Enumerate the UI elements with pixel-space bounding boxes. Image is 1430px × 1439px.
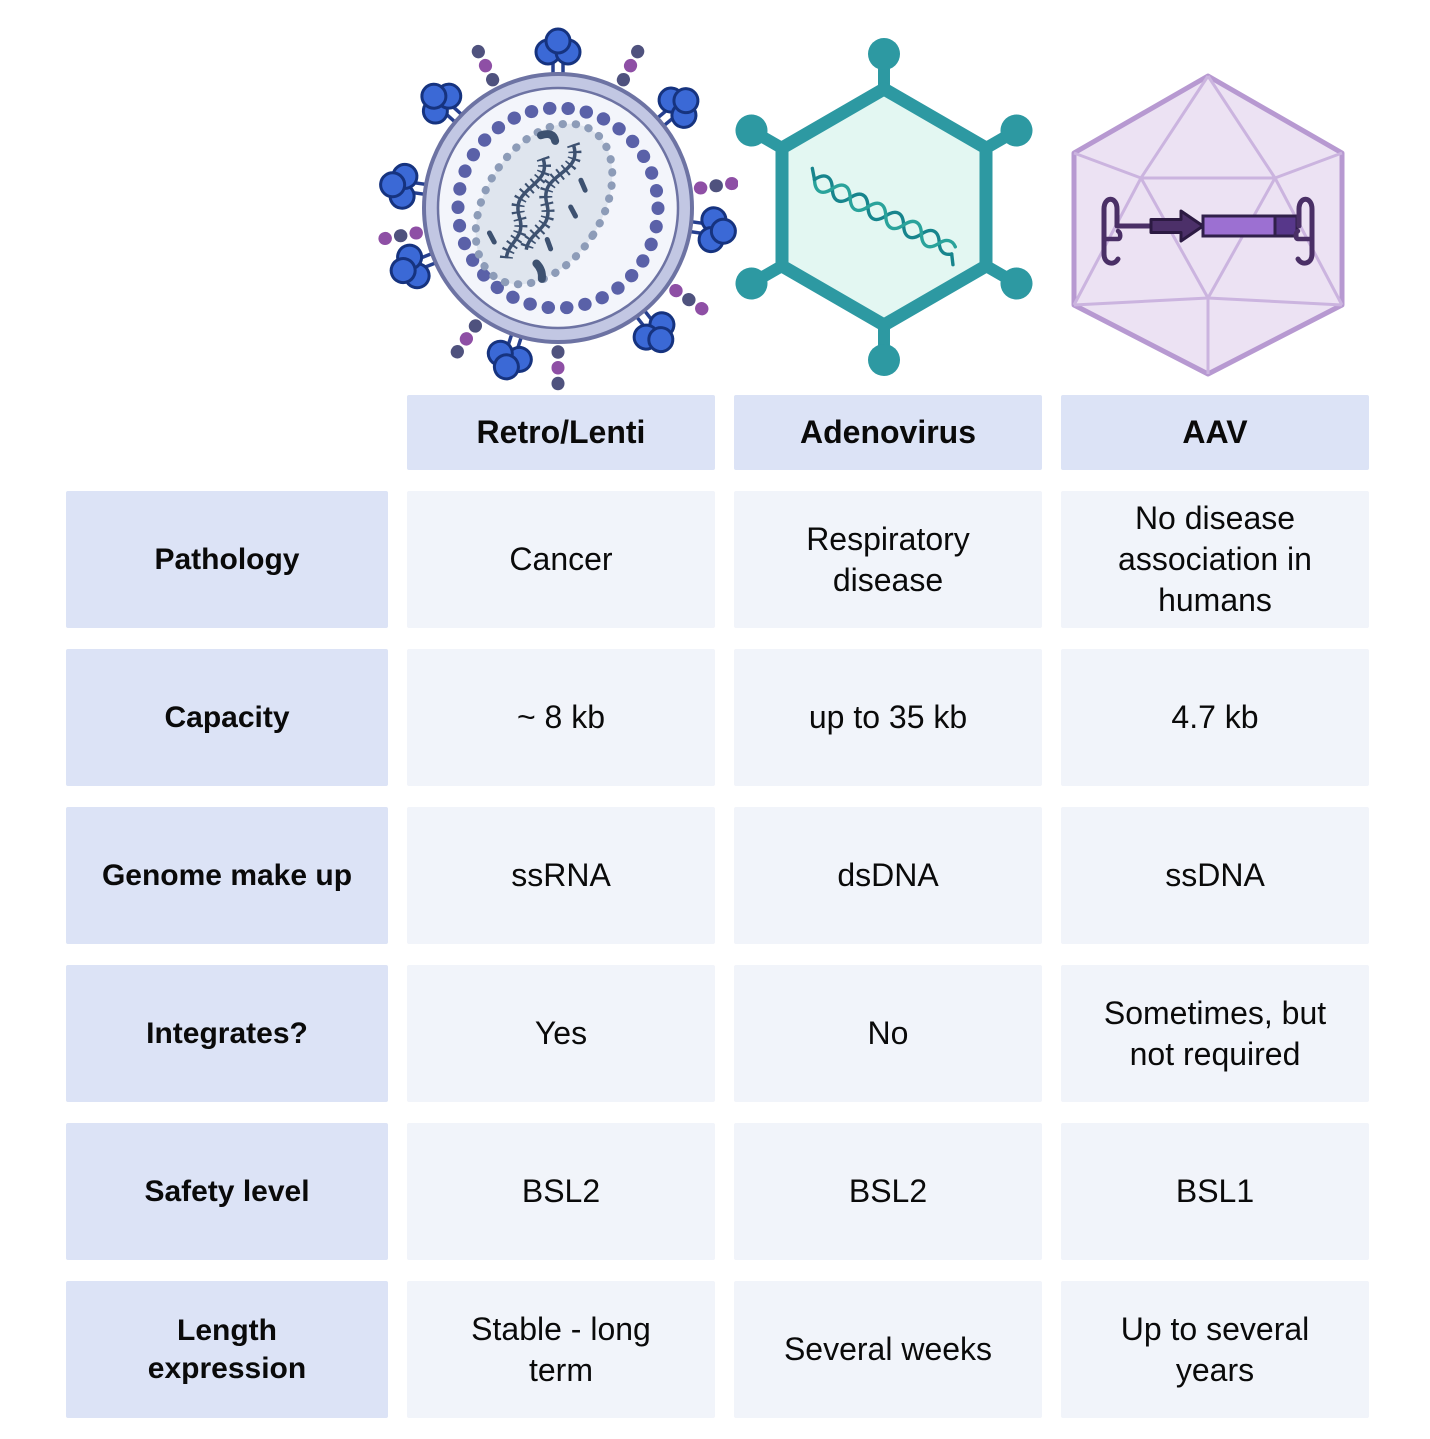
cell-integrates-retro-lenti: Yes <box>407 965 715 1102</box>
row-label-capacity: Capacity <box>66 649 388 786</box>
cell-safety-aav: BSL1 <box>1061 1123 1369 1260</box>
adenovirus-graphic <box>735 38 1033 376</box>
cell-genome-aav: ssDNA <box>1061 807 1369 944</box>
cell-integrates-adenovirus: No <box>734 965 1042 1102</box>
itr-right <box>1293 196 1315 266</box>
aav-graphic <box>1071 73 1345 377</box>
gene-cassette <box>1101 196 1315 266</box>
cell-pathology-adenovirus: Respiratory disease <box>734 491 1042 628</box>
row-label-genome-make-up: Genome make up <box>66 807 388 944</box>
row-label-length-expression: Length expression <box>66 1281 388 1418</box>
cell-length-adenovirus: Several weeks <box>734 1281 1042 1418</box>
cell-safety-retro-lenti: BSL2 <box>407 1123 715 1260</box>
capsid-facet-lines <box>1072 75 1344 374</box>
column-header-aav: AAV <box>1061 395 1369 470</box>
column-header-adenovirus: Adenovirus <box>734 395 1042 470</box>
cell-pathology-retro-lenti: Cancer <box>407 491 715 628</box>
cell-length-aav: Up to several years <box>1061 1281 1369 1418</box>
adenovirus-icon <box>727 25 1042 385</box>
cell-capacity-retro-lenti: ~ 8 kb <box>407 649 715 786</box>
cell-genome-adenovirus: dsDNA <box>734 807 1042 944</box>
cell-safety-adenovirus: BSL2 <box>734 1123 1042 1260</box>
glycan-bead-chains <box>371 38 746 398</box>
matrix-protein-ring <box>451 101 665 315</box>
cell-genome-retro-lenti: ssRNA <box>407 807 715 944</box>
header-spacer <box>66 395 388 470</box>
cell-capacity-aav: 4.7 kb <box>1061 649 1369 786</box>
cell-capacity-adenovirus: up to 35 kb <box>734 649 1042 786</box>
retrovirus-lentivirus-icon <box>368 20 746 398</box>
row-label-safety-level: Safety level <box>66 1123 388 1260</box>
retrovirus-graphic <box>371 27 746 398</box>
row-label-pathology: Pathology <box>66 491 388 628</box>
cell-integrates-aav: Sometimes, but not required <box>1061 965 1369 1102</box>
itr-left <box>1101 196 1123 266</box>
cell-length-retro-lenti: Stable - long term <box>407 1281 715 1418</box>
rna-genome <box>486 130 588 283</box>
aav-icon <box>1063 68 1353 380</box>
promoter-arrow <box>1149 209 1205 243</box>
transgene-box <box>1201 214 1277 238</box>
dsdna-genome <box>810 166 958 267</box>
row-label-integrates: Integrates? <box>66 965 388 1102</box>
capsid-core <box>471 119 617 289</box>
comparison-table: Retro/Lenti Adenovirus AAV Pathology Can… <box>66 395 1369 1418</box>
cell-pathology-aav: No disease association in humans <box>1061 491 1369 628</box>
column-header-retro-lenti: Retro/Lenti <box>407 395 715 470</box>
transgene-cap <box>1273 214 1299 238</box>
